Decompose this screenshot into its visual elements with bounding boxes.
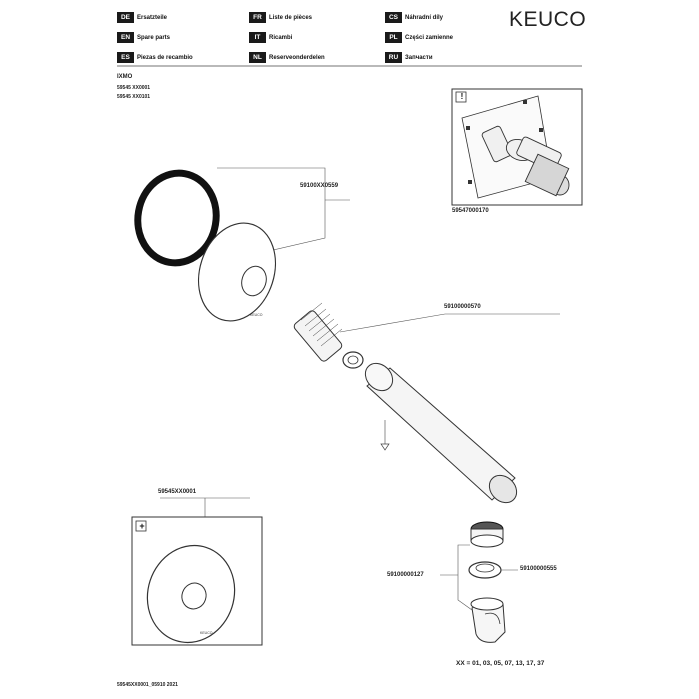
svg-text:KEUCO: KEUCO <box>200 631 213 635</box>
aerator-ring-part <box>468 561 502 579</box>
part-number-installation-unit: 59547000170 <box>452 208 489 214</box>
document-reference: 59545XX0001_05910 2021 <box>117 682 178 688</box>
lang-code: FR <box>249 12 266 23</box>
lang-code: IT <box>249 32 266 43</box>
article-number-2: 59545 XX0101 <box>117 94 151 100</box>
rosette-part: KEUCO <box>197 222 277 322</box>
svg-text:KEUCO: KEUCO <box>250 313 263 317</box>
lang-label: Liste de pièces <box>269 15 313 21</box>
lang-label: Piezas de recambio <box>137 55 193 61</box>
brand-logo: KEUCO <box>509 8 587 31</box>
lang-code: PL <box>385 32 402 43</box>
lang-label: Запчасти <box>405 55 433 61</box>
part-number-aerator-ring: 59100000555 <box>520 566 557 572</box>
rosette-box-marker: + <box>139 521 145 531</box>
part-number-aerator: 59100000127 <box>387 572 424 578</box>
lang-code: ES <box>117 52 134 63</box>
spout-tip-part <box>470 597 506 643</box>
part-number-threaded-insert: 59100000570 <box>444 304 481 310</box>
aerator-part <box>470 521 504 548</box>
rosette-set-box: KEUCO <box>131 497 263 646</box>
lang-label: Reserveonderdelen <box>269 55 325 61</box>
installation-unit-box <box>451 88 583 206</box>
lang-code: NL <box>249 52 266 63</box>
product-name: IXMO <box>117 74 133 80</box>
lang-label: Spare parts <box>137 35 171 41</box>
lang-label: Części zamienne <box>405 35 454 41</box>
threaded-insert-part <box>293 302 364 369</box>
lang-code: EN <box>117 32 134 43</box>
article-number-1: 59545 XX0001 <box>117 85 151 91</box>
lang-code: RU <box>385 52 402 63</box>
installation-box-marker: ! <box>460 92 464 101</box>
part-number-o-ring: 59100XX0559 <box>300 183 339 189</box>
part-number-rosette-set: 59545XX0001 <box>158 489 197 495</box>
lang-label: Ricambi <box>269 35 293 41</box>
lang-code: DE <box>117 12 134 23</box>
color-codes-note: XX = 01, 03, 05, 07, 13, 17, 37 <box>456 660 545 667</box>
lang-label: Ersatzteile <box>137 15 168 21</box>
o-ring-part <box>134 169 220 267</box>
spout-tube-part <box>364 362 518 504</box>
lang-label: Náhradní díly <box>405 15 444 21</box>
lang-code: CS <box>385 12 402 23</box>
